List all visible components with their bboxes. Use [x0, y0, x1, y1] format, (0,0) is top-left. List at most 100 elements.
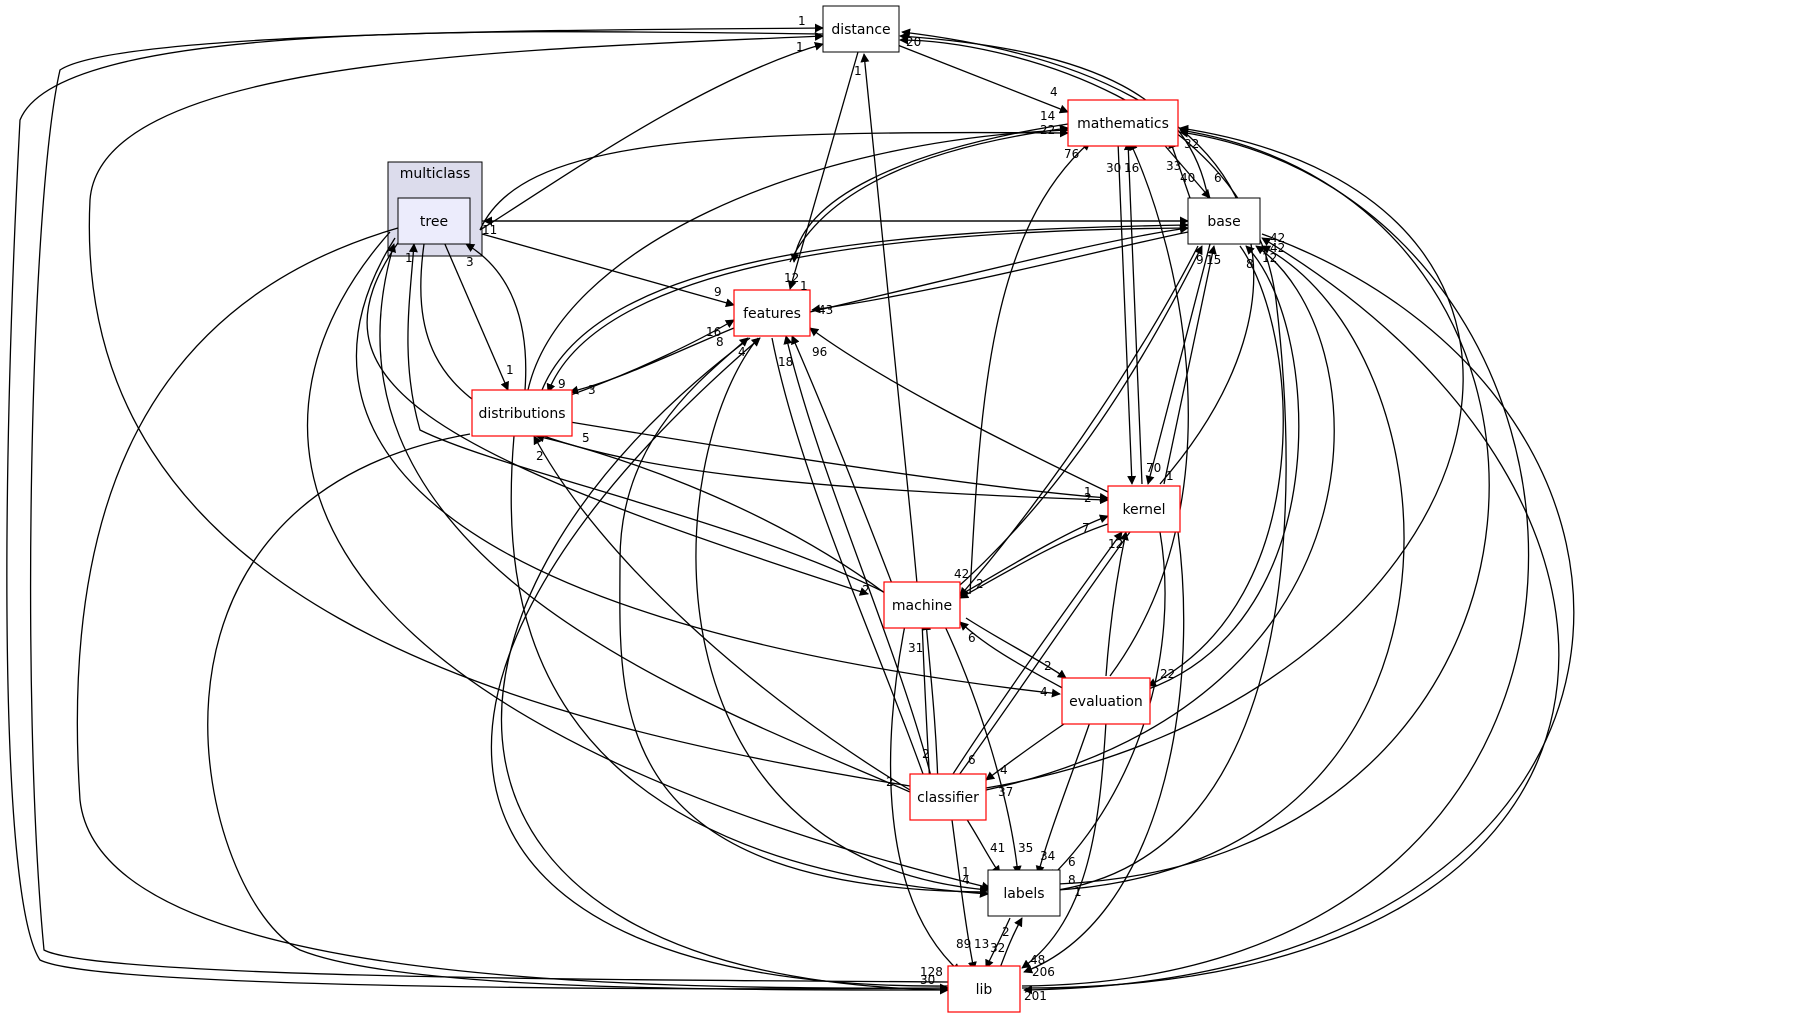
- edge-label: 7: [1082, 521, 1090, 535]
- edge-evaluation-kernel: [1105, 531, 1129, 677]
- node-evaluation[interactable]: evaluation: [1061, 677, 1151, 725]
- edge-label: 16: [1124, 161, 1139, 175]
- edge-machine-labels: [941, 619, 1022, 875]
- edge-label: 18: [778, 355, 793, 369]
- node-kernel[interactable]: kernel: [1107, 485, 1181, 533]
- edge-tree-evaluation: [355, 237, 1061, 698]
- edge-labels-mathematics: [1057, 126, 1490, 885]
- node-distance[interactable]: distance: [822, 5, 900, 53]
- node-mathematics[interactable]: mathematics: [1067, 99, 1179, 147]
- edge-mathematics-features: [790, 123, 1069, 263]
- edge-label: 35: [1018, 841, 1033, 855]
- edge-label: 42: [1270, 231, 1285, 245]
- node-labels[interactable]: labels: [987, 869, 1061, 917]
- edge-label: 12: [1262, 251, 1277, 265]
- edge-evaluation-labels: [1035, 721, 1091, 875]
- edge-label: 30: [1106, 161, 1121, 175]
- edge-label: 1: [962, 865, 970, 879]
- edge-labels: 1 1 1 20 4 14 22 76 30 16 33 40 6 32 11 …: [405, 14, 1285, 1003]
- edge-label: 30: [920, 973, 935, 987]
- edge-label: 89: [956, 937, 971, 951]
- edge-features-lib: [500, 337, 949, 995]
- node-lib[interactable]: lib: [947, 965, 1021, 1013]
- edge-lib-labels: [999, 917, 1023, 969]
- edge-tree-kernel: [420, 243, 1109, 505]
- edge-machine-features: [791, 335, 897, 595]
- node-label: lib: [976, 982, 993, 998]
- edge-label: 31: [908, 641, 923, 655]
- node-machine[interactable]: machine: [883, 581, 961, 629]
- edge-label: 70: [1146, 461, 1161, 475]
- edge-label: 32: [990, 941, 1005, 955]
- edge-kernel-classifier: [947, 531, 1131, 791]
- edge-label: 2: [536, 449, 544, 463]
- edge-label: 201: [1024, 989, 1047, 1003]
- edge-labels-lib: [985, 917, 1011, 969]
- edge-label: 4: [962, 873, 970, 887]
- edge-label: 40: [1180, 171, 1195, 185]
- edge-features-base: [809, 224, 1189, 313]
- cluster-label: multiclass: [400, 166, 471, 182]
- node-tree[interactable]: tree: [397, 197, 471, 245]
- node-label: distributions: [478, 406, 565, 422]
- node-label: distance: [831, 22, 890, 38]
- edge-label: 43: [818, 303, 833, 317]
- edge-tree-labels: [306, 231, 991, 891]
- edge-label: 8: [716, 335, 724, 349]
- edge-label: 206: [1032, 965, 1055, 979]
- edge-base-lib: [1023, 233, 1575, 995]
- edge-base-machine: [959, 245, 1199, 597]
- edge-label: 1: [796, 40, 804, 54]
- node-classifier[interactable]: classifier: [909, 773, 987, 821]
- node-base[interactable]: base: [1187, 197, 1261, 245]
- edge-label: 20: [906, 35, 921, 49]
- edge-features-mathematics: [789, 124, 1069, 263]
- edge-label: 9: [558, 377, 566, 391]
- edge-label: 15: [1206, 253, 1221, 267]
- edge-label: 128: [920, 965, 943, 979]
- edge-label: 12: [1108, 537, 1123, 551]
- edge-label: 11: [482, 223, 497, 237]
- edge-label: 3: [588, 383, 596, 397]
- edge-label: 4: [1000, 763, 1008, 777]
- node-features[interactable]: features: [733, 289, 811, 337]
- edge-base-mathematics: [1168, 139, 1191, 199]
- edge-label: 34: [1040, 849, 1055, 863]
- edge-label: 33: [1166, 159, 1181, 173]
- edge-label: 42: [954, 567, 969, 581]
- edge-machine-base: [949, 245, 1203, 595]
- edge-label: 22: [1160, 667, 1175, 681]
- edge-base-distributions: [546, 227, 1189, 393]
- edge-distance-lib: [6, 31, 949, 993]
- edge-label: 4: [1040, 685, 1048, 699]
- edge-evaluation-base: [1145, 245, 1300, 691]
- edge-label: 16: [706, 325, 721, 339]
- edge-label: 48: [1030, 953, 1045, 967]
- edge-tree-features: [481, 233, 735, 308]
- edge-tree-distributions: [443, 241, 509, 391]
- edge-label: 2: [1002, 925, 1010, 939]
- edge-distributions-kernel: [569, 421, 1109, 502]
- edge-label: 37: [998, 785, 1013, 799]
- edge-label: 2: [862, 583, 870, 597]
- edge-label: 6: [968, 631, 976, 645]
- edge-machine-kernel: [961, 514, 1109, 595]
- edge-classifier-distributions: [533, 435, 911, 791]
- edge-label: 8: [1068, 873, 1076, 887]
- edge-machine-tree: [407, 243, 889, 595]
- node-distributions[interactable]: distributions: [471, 389, 573, 437]
- node-label: features: [743, 306, 801, 322]
- node-label: base: [1207, 214, 1240, 230]
- edge-label: 1: [506, 363, 514, 377]
- edge-evaluation-lib: [1021, 721, 1107, 969]
- edge-tree-distance: [479, 41, 824, 231]
- node-label: kernel: [1122, 502, 1165, 518]
- edge-mathematics-base: [1159, 139, 1211, 199]
- edge-label: 14: [1040, 109, 1055, 123]
- edge-labels-distance: [899, 35, 1287, 891]
- edges: [6, 23, 1575, 995]
- edge-classifier-distance: [88, 31, 911, 787]
- edge-distributions-labels: [510, 435, 989, 898]
- edge-label: 1: [1166, 469, 1174, 483]
